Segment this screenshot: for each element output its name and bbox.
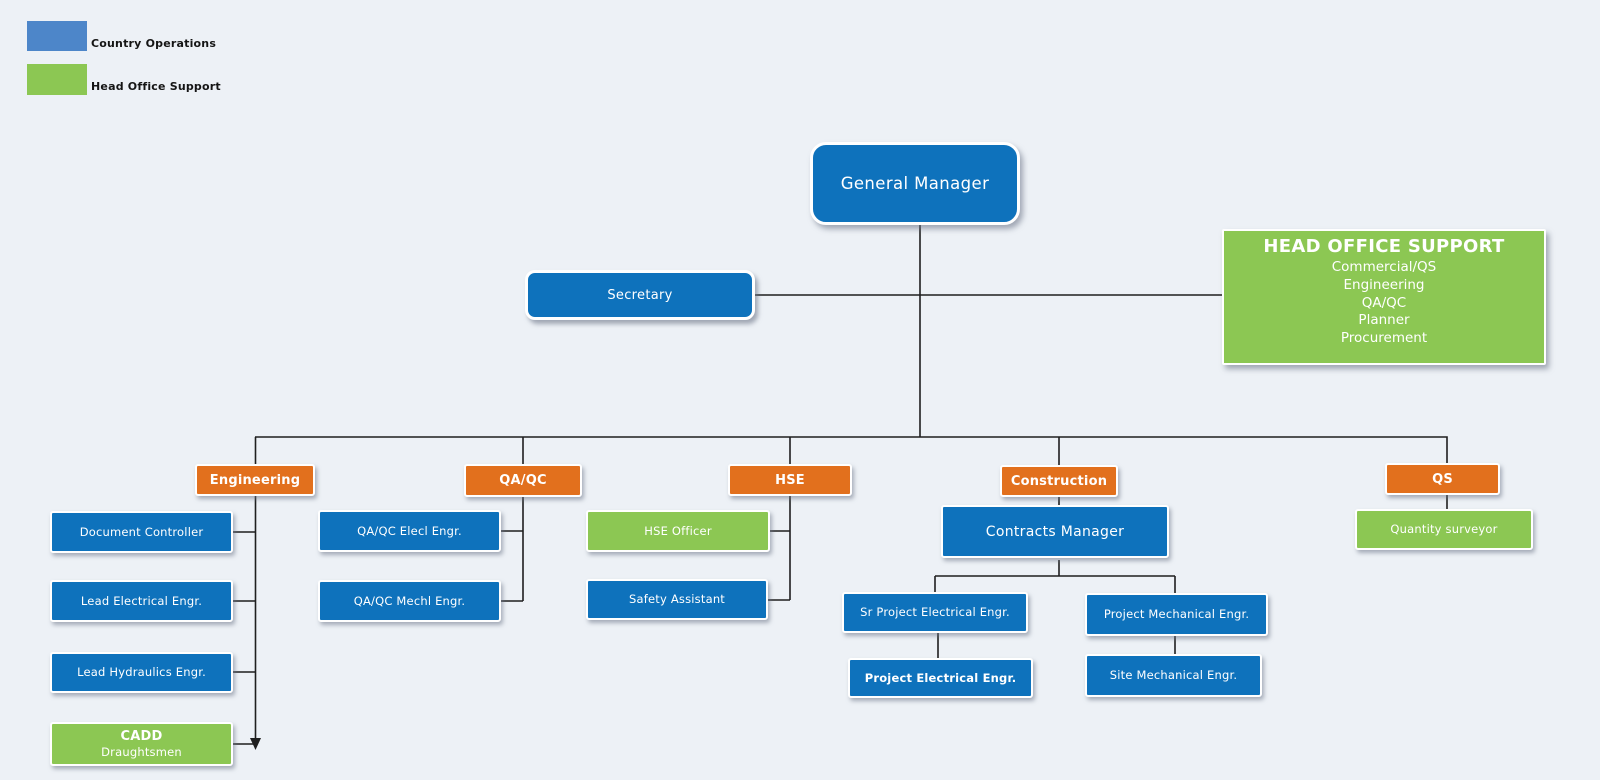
- legend-label-head-office-support: Head Office Support: [91, 80, 221, 93]
- head-office-support-item: QA/QC: [1361, 294, 1407, 311]
- node-document-controller: Document Controller: [50, 511, 233, 553]
- head-office-support-title: HEAD OFFICE SUPPORT: [1263, 236, 1505, 257]
- node-site-mechanical-engr: Site Mechanical Engr.: [1085, 654, 1262, 697]
- node-quantity-surveyor: Quantity surveyor: [1355, 509, 1533, 550]
- node-dept-qaqc: QA/QC: [464, 464, 582, 497]
- connector-main-horizontal: [255, 436, 1448, 463]
- legend-swatch-head-office-support: [27, 64, 87, 95]
- node-dept-qs: QS: [1385, 463, 1500, 495]
- node-project-electrical-engr: Project Electrical Engr.: [848, 658, 1033, 698]
- cadd-label-line1: CADD: [120, 728, 163, 744]
- node-lead-electrical-engr: Lead Electrical Engr.: [50, 580, 233, 622]
- arrowhead-engineering: [250, 738, 261, 750]
- legend-label-country-operations: Country Operations: [91, 37, 217, 50]
- node-qaqc-mechl-engr: QA/QC Mechl Engr.: [318, 580, 501, 622]
- head-office-support-item: Engineering: [1343, 276, 1425, 293]
- connector-hse-column: [768, 437, 791, 601]
- node-hse-officer: HSE Officer: [586, 510, 770, 552]
- node-secretary: Secretary: [525, 270, 755, 320]
- node-lead-hydraulics-engr: Lead Hydraulics Engr.: [50, 652, 233, 693]
- node-general-manager: General Manager: [810, 142, 1020, 225]
- connector-engineering-column: [233, 437, 257, 745]
- head-office-support-item: Commercial/QS: [1331, 259, 1437, 275]
- node-qaqc-elecl-engr: QA/QC Elecl Engr.: [318, 510, 501, 552]
- node-sr-project-electrical-engr: Sr Project Electrical Engr.: [842, 592, 1028, 633]
- head-office-support-item: Planner: [1358, 312, 1410, 329]
- node-safety-assistant: Safety Assistant: [586, 579, 768, 620]
- node-contracts-manager: Contracts Manager: [941, 505, 1169, 558]
- node-head-office-support: HEAD OFFICE SUPPORT Commercial/QS Engine…: [1222, 229, 1546, 365]
- connector-qaqc-column: [501, 437, 524, 602]
- cadd-label-line2: Draughtsmen: [101, 744, 182, 759]
- node-dept-engineering: Engineering: [195, 464, 315, 496]
- head-office-support-item: Procurement: [1340, 330, 1428, 347]
- node-dept-construction: Construction: [1000, 465, 1118, 497]
- node-cadd-draughtsmen: CADD Draughtsmen: [50, 722, 233, 766]
- node-project-mechanical-engr: Project Mechanical Engr.: [1085, 593, 1268, 636]
- node-dept-hse: HSE: [728, 464, 852, 496]
- legend-swatch-country-operations: [27, 21, 87, 51]
